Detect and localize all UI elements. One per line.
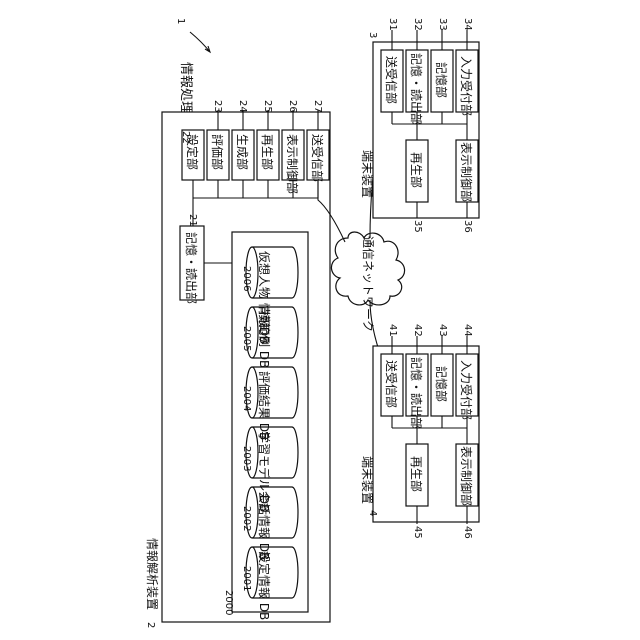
module-label-evaluation: 評価部 <box>210 134 225 170</box>
db-ref: 2004 <box>241 386 252 411</box>
system-ref: 1 <box>175 18 186 24</box>
db-label-evaluation-result: 評価結果 DB <box>257 371 272 440</box>
terminal-a-ref: 33 <box>437 18 448 31</box>
db-label-virtual-person: 仮想人物 情報DB <box>257 251 272 344</box>
db-ref: 2006 <box>241 266 252 291</box>
module-label-playback: 再生部 <box>260 134 275 170</box>
reader-ref: 21 <box>187 214 198 227</box>
terminal-b-ref: 44 <box>462 324 473 337</box>
terminal-b-title: 端末装置 <box>360 456 374 504</box>
module-label-transceiver: 送受信部 <box>310 134 325 182</box>
terminal-a-label-playback: 再生部 <box>409 152 424 188</box>
db-ref: 2001 <box>241 566 252 591</box>
reader-label: 記憶・読出部 <box>184 232 199 304</box>
terminal-a-label-storage: 記憶部 <box>434 62 449 98</box>
db-ref: 2005 <box>241 326 252 351</box>
module-label-generation: 生成部 <box>235 134 250 170</box>
terminal-b-ref: 43 <box>437 324 448 337</box>
terminal-b-ref: 42 <box>412 324 423 337</box>
terminal-a-ref: 34 <box>462 18 473 31</box>
terminal-a-ref: 31 <box>387 18 398 31</box>
system-ref-arrow <box>190 32 210 52</box>
storage-ref: 2000 <box>223 590 234 615</box>
terminal-b-label-storage: 記憶部 <box>434 366 449 402</box>
terminal-a-ref: 36 <box>462 220 473 233</box>
network-label: 通信ネットワーク <box>361 236 375 332</box>
db-ref: 2002 <box>241 506 252 531</box>
terminal-b-label-display-control: 表示制御部 <box>459 446 474 506</box>
terminal-a-ref: 35 <box>412 220 423 233</box>
analyzer-ref: 2 <box>145 622 156 628</box>
terminal-b-label-transceiver: 送受信部 <box>384 360 399 408</box>
terminal-b-ref: 46 <box>462 526 473 539</box>
terminal-a-label-transceiver: 送受信部 <box>384 56 399 104</box>
terminal-b-label-playback: 再生部 <box>409 456 424 492</box>
terminal-a-label-display-control: 表示制御部 <box>459 142 474 202</box>
module-ref: 22 <box>180 131 191 144</box>
db-ref: 2003 <box>241 446 252 471</box>
terminal-a-label-input: 入力受付部 <box>459 56 474 116</box>
analyzer-title: 情報解析装置 <box>145 538 159 610</box>
terminal-a-title: 端末装置 <box>360 150 374 198</box>
db-label-learning-model: 学習モデル DB <box>257 431 272 512</box>
terminal-a-ref: 3 <box>367 32 378 38</box>
terminal-b-ref: 41 <box>387 324 398 337</box>
terminal-b-label-input: 入力受付部 <box>459 360 474 420</box>
terminal-b-ref: 4 <box>367 510 378 516</box>
terminal-a-ref: 32 <box>412 18 423 31</box>
terminal-b-ref: 45 <box>412 526 423 539</box>
db-label-settings: 設定情報 DB <box>257 551 272 620</box>
